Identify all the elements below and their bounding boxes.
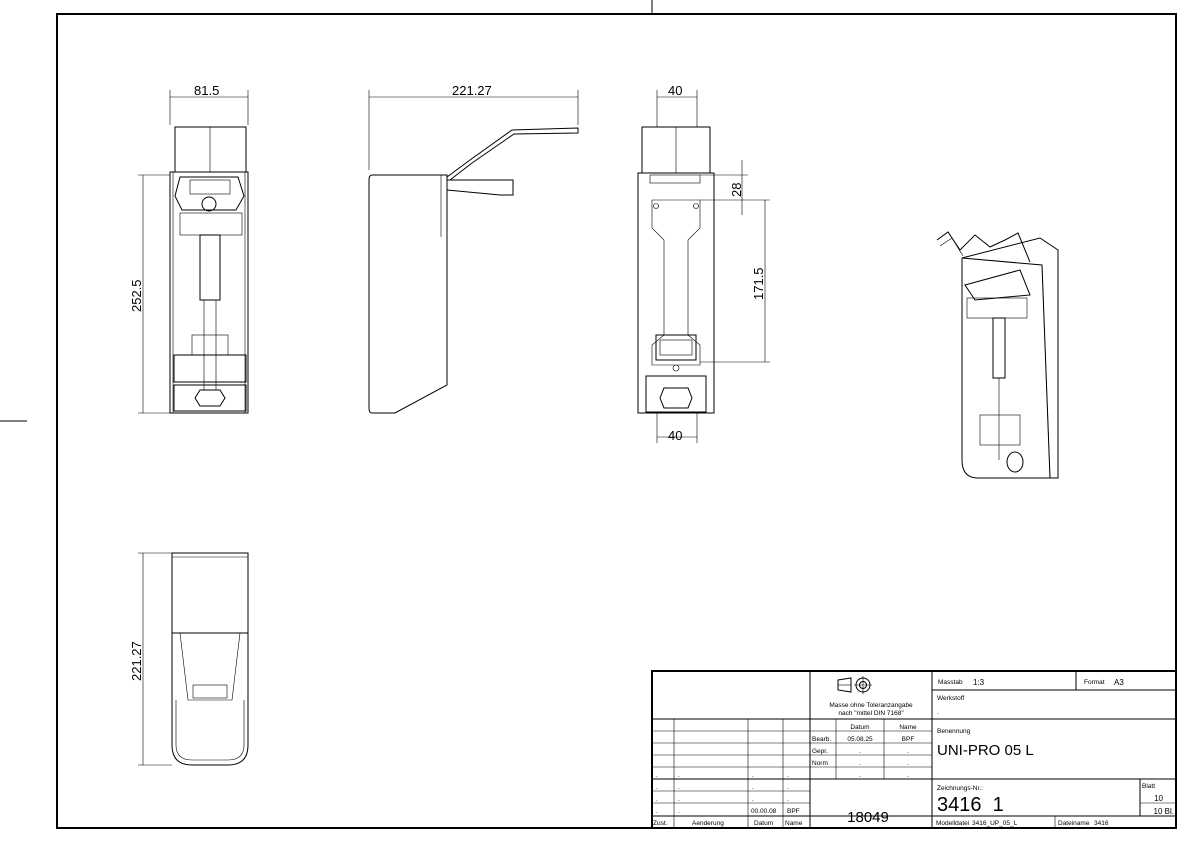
svg-text:.: . [678, 784, 680, 791]
sheet-total: 10 Bl. [1154, 807, 1174, 816]
dimension-back-hole-spacing: 171.5 [751, 267, 766, 300]
revision-table: . . . . . . . . . . . . . . 00.00.08 BPF… [652, 718, 932, 828]
dimension-back-top-width: 40 [668, 83, 682, 98]
format-value: A3 [1114, 678, 1124, 687]
dimension-side-length: 221.27 [452, 83, 492, 98]
svg-text:Datum: Datum [850, 724, 869, 731]
svg-text:.: . [907, 748, 909, 755]
drawn-date: 05.08.25 [847, 736, 873, 743]
svg-text:.: . [678, 808, 680, 815]
svg-text:.: . [787, 796, 789, 803]
origin-number: 18049 [847, 809, 889, 826]
file-name: 3416 [1094, 820, 1109, 827]
dimension-back-offset: 28 [729, 183, 744, 197]
dimension-back-bottom-width: 40 [668, 428, 682, 443]
svg-text:Masstab: Masstab [938, 679, 963, 686]
svg-text:.: . [678, 796, 680, 803]
svg-text:.: . [752, 796, 754, 803]
svg-text:.: . [656, 772, 658, 779]
svg-text:Gepr.: Gepr. [812, 748, 828, 755]
drawing-frame [0, 0, 1177, 829]
svg-text:Werkstoff: Werkstoff [937, 695, 964, 702]
bottom-view: 221.27 [129, 552, 249, 766]
isometric-view [936, 231, 1059, 479]
svg-text:.: . [752, 772, 754, 779]
svg-text:.: . [907, 772, 909, 779]
svg-text:Zust.: Zust. [653, 820, 668, 827]
svg-text:Datum: Datum [754, 820, 773, 827]
sheet-number: 10 [1154, 794, 1163, 803]
svg-text:Name: Name [899, 724, 917, 731]
drawing-title: UNI-PRO 05 L [937, 742, 1034, 759]
svg-text:Bearb.: Bearb. [812, 736, 831, 743]
projection-symbol-icon [837, 676, 872, 694]
svg-text:.: . [678, 772, 680, 779]
svg-text:.: . [656, 784, 658, 791]
drawing-number: 3416 1 [937, 794, 1004, 816]
svg-text:.: . [787, 784, 789, 791]
svg-text:Blatt: Blatt [1142, 783, 1155, 790]
material-value: . [937, 709, 939, 716]
model-file: 3416_UP_05_L [972, 820, 1018, 827]
back-view: 40 28 171.5 40 [637, 83, 770, 443]
svg-text:.: . [656, 796, 658, 803]
front-view: 81.5 252.5 [129, 83, 249, 414]
svg-text:Format: Format [1084, 679, 1105, 686]
approval-block: Masse ohne Toleranzangabe nach "mittel D… [812, 676, 917, 826]
drawn-by: BPF [902, 736, 915, 743]
svg-text:.: . [859, 760, 861, 767]
scale-value: 1:3 [973, 678, 985, 687]
title-block: . . . . . . . . . . . . . . 00.00.08 BPF… [651, 670, 1177, 829]
svg-text:.: . [859, 748, 861, 755]
svg-text:.: . [859, 772, 861, 779]
svg-text:Aenderung: Aenderung [692, 820, 724, 827]
svg-text:Benennung: Benennung [937, 728, 971, 735]
side-view: 221.27 [368, 83, 579, 414]
svg-text:Zeichnungs-Nr.:: Zeichnungs-Nr.: [937, 785, 983, 792]
svg-text:Norm: Norm [812, 760, 828, 767]
tolerance-note: Masse ohne Toleranzangabe [829, 702, 913, 709]
svg-text:Dateiname: Dateiname [1058, 820, 1090, 827]
dimension-front-width: 81.5 [194, 83, 219, 98]
svg-text:.: . [907, 760, 909, 767]
tolerance-standard: nach "mittel DIN 7168" [838, 710, 904, 717]
svg-text:Name: Name [785, 820, 803, 827]
svg-text:.: . [752, 784, 754, 791]
dimension-front-height: 252.5 [129, 279, 144, 312]
drawing-info-block: Masstab 1:3 Format A3 Werkstoff . Benenn… [932, 671, 1176, 828]
svg-text:Modelldatei: Modelldatei [936, 820, 969, 827]
dimension-bottom-length: 221.27 [129, 641, 144, 681]
revision-name: BPF [787, 808, 800, 815]
revision-date: 00.00.08 [751, 808, 777, 815]
svg-text:.: . [787, 772, 789, 779]
svg-text:.: . [656, 808, 658, 815]
